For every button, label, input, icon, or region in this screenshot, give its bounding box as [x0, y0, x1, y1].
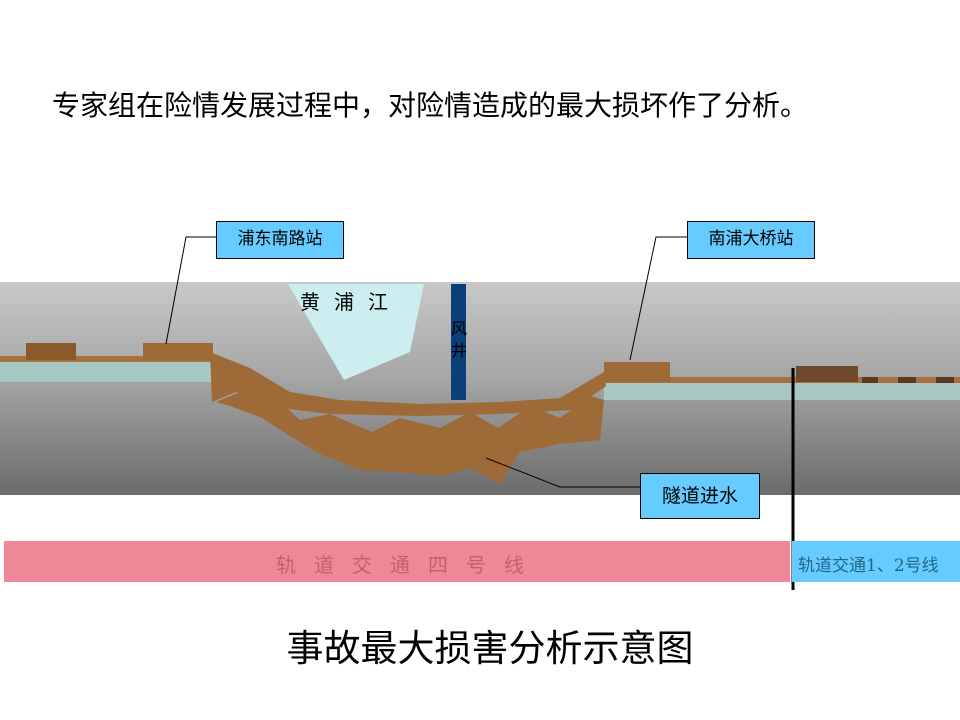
right-building-2: [796, 366, 858, 382]
left-platform: [0, 362, 212, 382]
right-building-4: [898, 377, 916, 383]
metro-line-4-label: 轨道交通四号线: [276, 553, 542, 577]
shaft-label: 风井: [451, 319, 468, 360]
leader-station-left: [165, 236, 216, 345]
callout-station-right: 南浦大桥站: [687, 221, 815, 259]
right-platform-top: [604, 377, 960, 383]
callout-station-left: 浦东南路站: [216, 221, 344, 259]
left-platform-top: [0, 356, 212, 362]
right-platform: [604, 383, 960, 400]
diagram-caption: 事故最大损害分析示意图: [286, 627, 694, 670]
left-building-1: [26, 343, 76, 360]
river-shape: [288, 284, 424, 380]
callout-flood: 隧道进水: [640, 473, 760, 519]
metro-line-1-2-bar: 轨道交通1、2号线: [792, 541, 960, 582]
ventilation-shaft: [451, 284, 466, 400]
leader-flood: [485, 457, 640, 488]
left-building-2: [143, 343, 213, 360]
metro-line-1-2-label: 轨道交通1、2号线: [798, 556, 939, 576]
collapsed-tunnel-upper: [210, 352, 606, 416]
right-building-5: [936, 377, 954, 383]
river-label: 黄浦江: [300, 290, 402, 314]
leader-station-right: [629, 236, 687, 361]
right-building-1: [604, 362, 670, 382]
collapsed-tunnel-lower: [216, 384, 604, 484]
right-building-3: [862, 377, 878, 383]
intro-text: 专家组在险情发展过程中，对险情造成的最大损坏作了分析。: [52, 89, 809, 122]
metro-line-4-bar: 轨道交通四号线: [4, 541, 790, 582]
